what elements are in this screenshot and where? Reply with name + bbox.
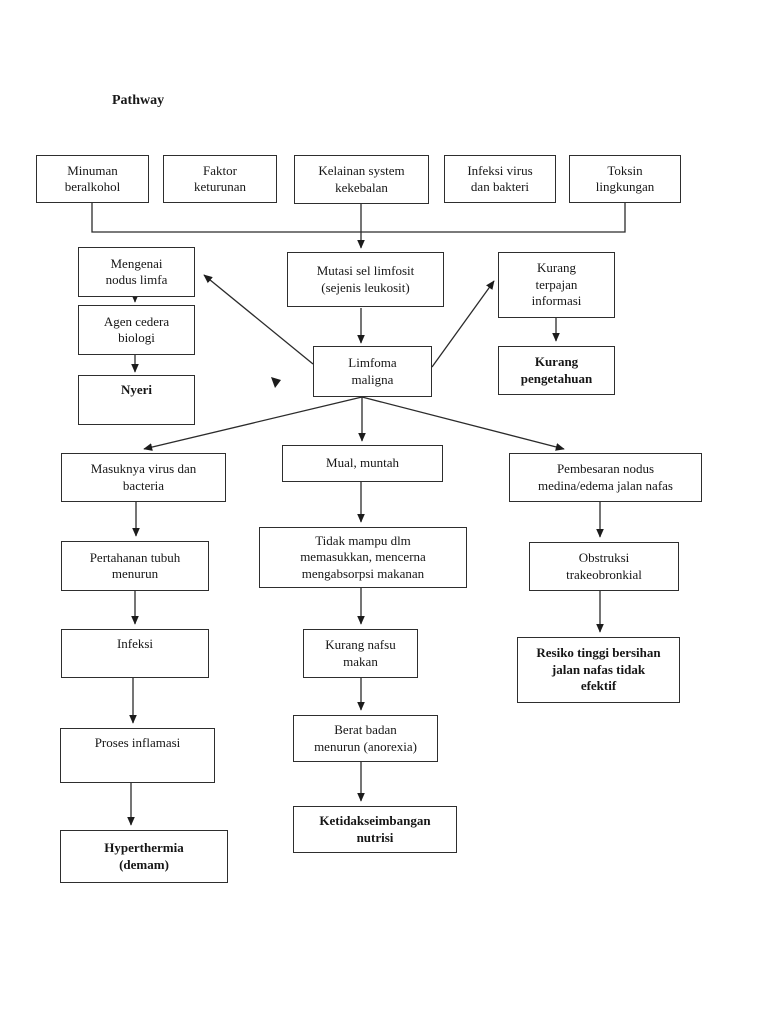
node-toksin-lingkungan: Toksin lingkungan [569, 155, 681, 203]
node-pertahanan-tubuh: Pertahanan tubuh menurun [61, 541, 209, 591]
stray-arrowhead [271, 377, 281, 388]
node-mengenai-nodus-limfa: Mengenai nodus limfa [78, 247, 195, 297]
node-berat-badan: Berat badan menurun (anorexia) [293, 715, 438, 762]
node-proses-inflamasi: Proses inflamasi [60, 728, 215, 783]
node-tidak-mampu: Tidak mampu dlm memasukkan, mencerna men… [259, 527, 467, 588]
node-kurang-terpajan: Kurang terpajan informasi [498, 252, 615, 318]
node-resiko-tinggi: Resiko tinggi bersihan jalan nafas tidak… [517, 637, 680, 703]
page-title: Pathway [112, 93, 165, 108]
node-mutasi-sel-limfosit: Mutasi sel limfosit (sejenis leukosit) [287, 252, 444, 307]
node-obstruksi: Obstruksi trakeobronkial [529, 542, 679, 591]
node-pembesaran-nodus: Pembesaran nodus medina/edema jalan nafa… [509, 453, 702, 502]
node-masuknya-virus: Masuknya virus dan bacteria [61, 453, 226, 502]
node-infeksi: Infeksi [61, 629, 209, 678]
connector-top-bus [91, 203, 626, 233]
node-infeksi-virus: Infeksi virus dan bakteri [444, 155, 556, 203]
node-faktor-keturunan: Faktor keturunan [163, 155, 277, 203]
node-agen-cedera-biologi: Agen cedera biologi [78, 305, 195, 355]
node-minuman-beralkohol: Minuman beralkohol [36, 155, 149, 203]
node-ketidakseimbangan-nutrisi: Ketidakseimbangan nutrisi [293, 806, 457, 853]
node-kurang-pengetahuan: Kurang pengetahuan [498, 346, 615, 395]
node-nyeri: Nyeri [78, 375, 195, 425]
node-kurang-nafsu: Kurang nafsu makan [303, 629, 418, 678]
arrow-limfoma-to-pembesaran [361, 396, 565, 451]
node-mual-muntah: Mual, muntah [282, 445, 443, 482]
node-hyperthermia: Hyperthermia (demam) [60, 830, 228, 883]
node-limfoma-maligna: Limfoma maligna [313, 346, 432, 397]
node-kelainan-kekebalan: Kelainan system kekebalan [294, 155, 429, 204]
